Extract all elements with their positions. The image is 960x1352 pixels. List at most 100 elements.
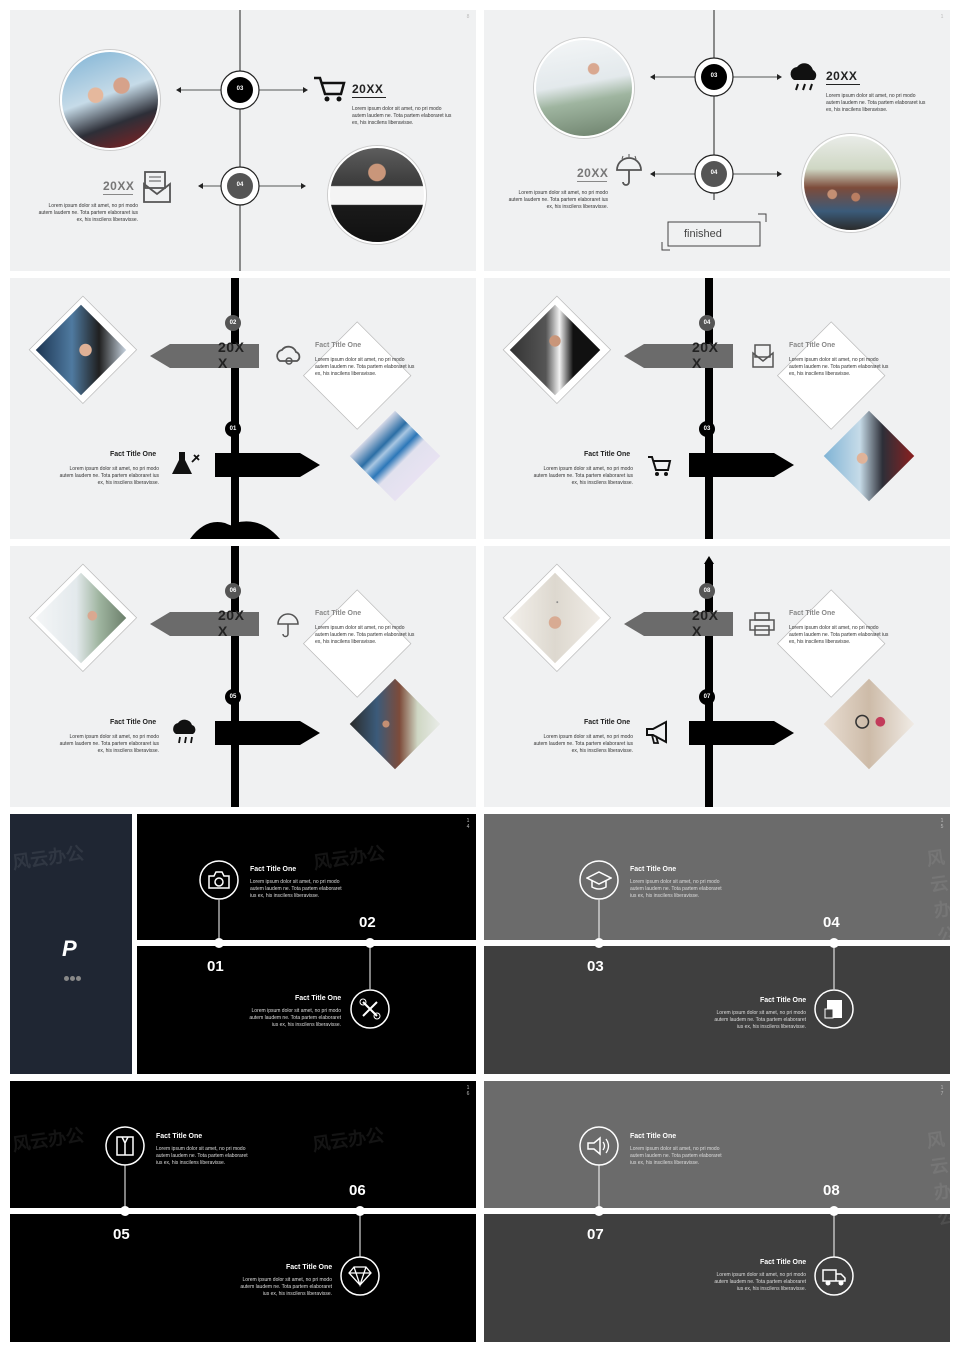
description-text: Lorem ipsum dolor sit amet, no pri modo … (315, 357, 415, 377)
step-04-label: 04 (710, 170, 718, 176)
fact-title: Fact Title One (760, 997, 807, 1004)
description-text: Lorem ipsum dolor sit amet, no pri modo … (508, 190, 608, 210)
fact-title: Fact Title One (760, 1259, 807, 1266)
flask-icon (172, 452, 200, 474)
slide-9: 1 6 风云办公 风云办公 Fact Title One Lorem ipsum… (10, 1081, 476, 1342)
description-text: Lorem ipsum dolor sit amet, no pri modo … (352, 106, 452, 126)
speaker-icon (587, 1136, 610, 1156)
step-number: 07 (587, 1226, 604, 1243)
umbrella-icon (616, 154, 642, 186)
year-label: 20XX (692, 607, 719, 639)
conference-audience-photo (802, 134, 900, 232)
year-label: 20XX (218, 607, 245, 639)
year-label: 20XX (826, 69, 858, 83)
id-card-icon (824, 1000, 842, 1019)
truck-icon (822, 1269, 846, 1286)
description-text: Lorem ipsum dolor sit amet, no pri modo … (533, 466, 633, 486)
step-03-label: 03 (710, 73, 718, 79)
description-text: Lorem ipsum dolor sit amet, no pri modo … (59, 466, 159, 486)
slide-number: 1 5 (940, 818, 944, 830)
shopping-cart-icon (648, 456, 672, 476)
slide-3: 02 01 20XX Fact Title One Lorem ipsum do… (10, 278, 476, 539)
slide-6: 08 07 20XX Fact Title One Lorem ipsum do… (484, 546, 950, 807)
slide-5: 06 05 20XX Fact Title One Lorem ipsum do… (10, 546, 476, 807)
shopping-cart-icon (314, 76, 346, 102)
rain-cloud-icon (173, 719, 196, 744)
year-label: 20XX (352, 82, 384, 96)
step-badge: 06 (225, 583, 241, 599)
description-text: Lorem ipsum dolor sit amet, no pri modo … (630, 1146, 722, 1166)
slide-number: 8 (466, 14, 470, 20)
fact-title: Fact Title One (584, 719, 631, 726)
timeline-graphics (502, 556, 886, 807)
camera-icon (208, 871, 230, 889)
tools-icon (359, 998, 381, 1020)
timeline-graphics (484, 1126, 950, 1296)
timeline-lines (176, 10, 308, 271)
description-text: Lorem ipsum dolor sit amet, no pri modo … (240, 1277, 332, 1297)
umbrella-icon (277, 613, 299, 638)
description-text: Lorem ipsum dolor sit amet, no pri modo … (156, 1146, 248, 1166)
year-label: 20XX (692, 339, 719, 371)
fact-title: Fact Title One (315, 610, 362, 617)
graduation-cap-icon (586, 871, 612, 890)
slide-8: 1 5 风云办公 Fact Title One Lorem ipsum dolo… (484, 814, 950, 1074)
description-text: Lorem ipsum dolor sit amet, no pri modo … (59, 734, 159, 754)
description-text: Lorem ipsum dolor sit amet, no pri modo … (249, 1008, 341, 1028)
step-number: 06 (349, 1182, 366, 1199)
description-text: Lorem ipsum dolor sit amet, no pri modo … (826, 93, 926, 113)
fact-title: Fact Title One (789, 610, 836, 617)
description-text: Lorem ipsum dolor sit amet, no pri modo … (250, 879, 342, 899)
fact-title: Fact Title One (630, 866, 677, 873)
timeline-graphics (10, 1126, 476, 1296)
year-label: 20XX (103, 179, 135, 193)
watermark: 风云办公 (11, 843, 86, 873)
step-badge: 01 (225, 421, 241, 437)
megaphone-icon (646, 720, 667, 744)
step-04-label: 04 (236, 182, 244, 188)
description-text: Lorem ipsum dolor sit amet, no pri modo … (714, 1272, 806, 1292)
year-label: 20XX (577, 166, 609, 180)
step-number: 03 (587, 958, 604, 975)
step-number: 05 (113, 1226, 130, 1243)
slide-7: 1 4 风云办公 Fact Title One Lorem ipsum dolo… (137, 814, 476, 1074)
step-number: 02 (359, 914, 376, 931)
description-text: Lorem ipsum dolor sit amet, no pri modo … (789, 625, 889, 645)
step-badge: 02 (225, 315, 241, 331)
logo-icon: P (62, 936, 77, 961)
description-text: Lorem ipsum dolor sit amet, no pri modo … (714, 1010, 806, 1030)
fact-title: Fact Title One (295, 995, 342, 1002)
year-label: 20XX (218, 339, 245, 371)
timeline-graphics (137, 860, 476, 1029)
step-03-label: 03 (236, 86, 244, 92)
slide-7-left-panel: 风云办公 P (10, 814, 132, 1074)
step-badge: 07 (699, 689, 715, 705)
business-couple-photo (60, 50, 160, 150)
man-with-tablet-photo (328, 146, 426, 244)
fact-title: Fact Title One (110, 451, 157, 458)
step-number: 04 (823, 914, 840, 931)
mail-icon (143, 171, 171, 203)
fact-title: Fact Title One (584, 451, 631, 458)
step-number: 08 (823, 1182, 840, 1199)
step-badge: 04 (699, 315, 715, 331)
description-text: Lorem ipsum dolor sit amet, no pri modo … (630, 879, 722, 899)
diamond-icon (348, 1266, 372, 1287)
cloud-gear-icon (276, 345, 301, 365)
description-text: Lorem ipsum dolor sit amet, no pri modo … (38, 203, 138, 223)
slide-2: 1 03 04 finished 20XX Lorem ipsum dolor … (484, 10, 950, 271)
timeline-lines (650, 10, 782, 251)
timeline-graphics (484, 860, 950, 1029)
meeting-photo (534, 38, 634, 138)
pagination-dots (64, 968, 86, 981)
step-badge: 03 (699, 421, 715, 437)
finished-label: finished (684, 228, 722, 240)
slide-number: 1 7 (940, 1085, 944, 1097)
slide-10: 1 7 风云办公 Fact Title One Lorem ipsum dolo… (484, 1081, 950, 1342)
step-badge: 05 (225, 689, 241, 705)
fact-title: Fact Title One (789, 342, 836, 349)
printer-icon (749, 612, 775, 636)
step-badge: 08 (699, 583, 715, 599)
description-text: Lorem ipsum dolor sit amet, no pri modo … (315, 625, 415, 645)
slide-1: 8 03 04 20XX Lorem ipsum dolor sit amet,… (10, 10, 476, 271)
